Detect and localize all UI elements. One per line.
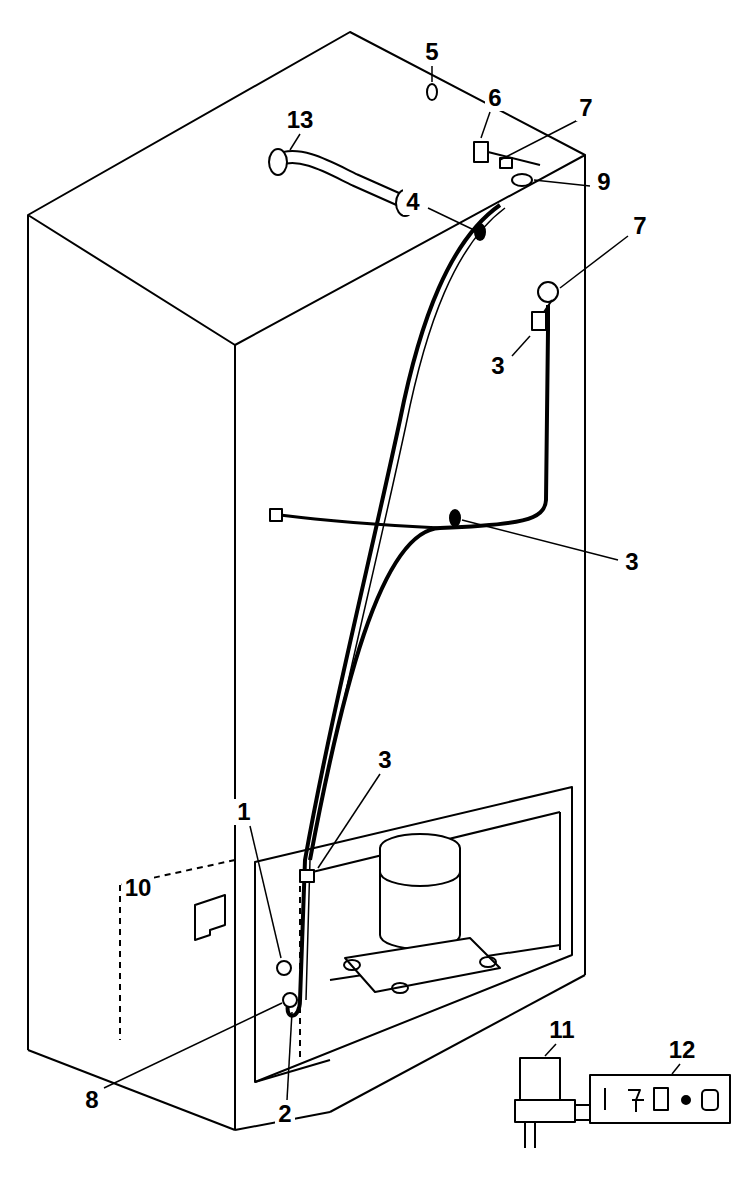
callout-number: 9 <box>594 169 613 195</box>
callout-number: 5 <box>422 39 441 65</box>
callout-number: 3 <box>622 549 641 575</box>
callout-number: 12 <box>666 1037 699 1063</box>
callout-number: 7 <box>576 95 595 121</box>
callout-number: 1 <box>234 799 253 825</box>
callout-number: 10 <box>122 875 155 901</box>
callout-number: 6 <box>485 85 504 111</box>
callout-number: 13 <box>284 107 317 133</box>
callout-number: 8 <box>82 1087 101 1113</box>
callout-number: 2 <box>275 1101 294 1127</box>
callout-number: 7 <box>630 213 649 239</box>
callout-number: 3 <box>488 353 507 379</box>
callout-number: 3 <box>375 747 394 773</box>
callout-number: 4 <box>403 189 422 215</box>
callout-number: 11 <box>546 1017 577 1043</box>
